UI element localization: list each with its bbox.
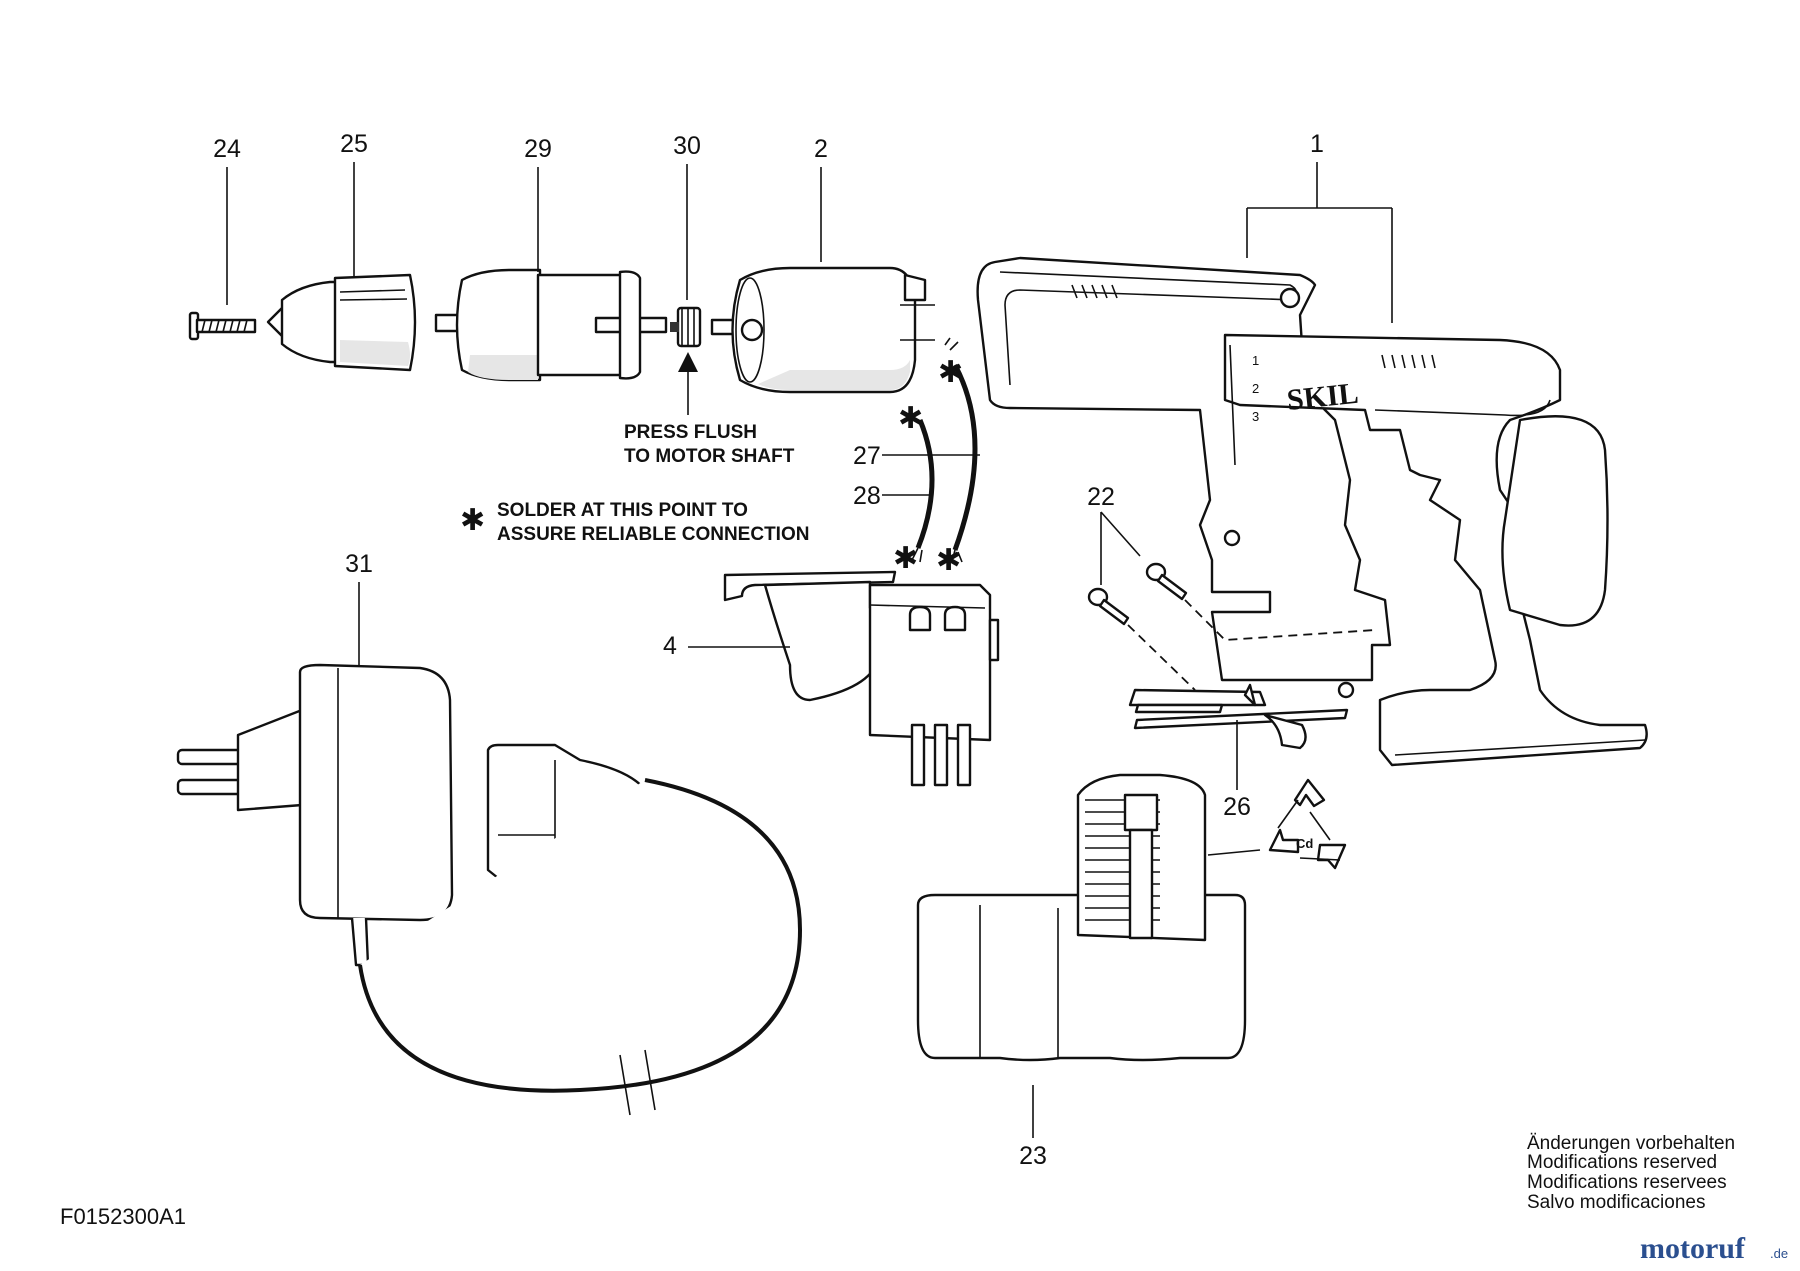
solder-star-b: ✱ [898,401,923,436]
part-label-4: 4 [663,632,677,660]
solder-star-d: ✱ [936,543,961,578]
part-label-26: 26 [1223,793,1251,821]
cord-break-marks [619,1049,656,1116]
part-label-1: 1 [1310,130,1324,158]
disclaimer-de: Änderungen vorbehalten [1527,1133,1735,1154]
part-label-22: 22 [1087,483,1115,511]
part-23-battery-pack [916,773,1247,1062]
part-label-31: 31 [345,550,373,578]
part-1-housing-left-half [976,256,1392,699]
part-26-bracket [1128,683,1267,714]
part-22-screw-a [1087,587,1130,626]
leader-recycle [1207,849,1261,856]
part-1-housing-right-half: SKIL 1 2 3 [1223,333,1648,767]
motoruf-watermark[interactable]: motoruf .de [1640,1232,1788,1265]
disclaimer-en: Modifications reserved [1527,1152,1717,1173]
note-press-flush-2: TO MOTOR SHAFT [624,446,795,467]
watermark-main: motoruf [1640,1232,1746,1265]
disclaimer-fr: Modifications reservees [1527,1172,1727,1193]
note-solder-1: SOLDER AT THIS POINT TO [497,500,748,521]
part-28-wire [915,419,935,549]
solder-star-c: ✱ [893,541,918,576]
part-26-spring-plate [1133,708,1349,750]
part-2-motor [710,266,935,394]
part-24-screw [188,311,257,341]
note-press-flush-1: PRESS FLUSH [624,422,757,443]
part-label-23: 23 [1019,1142,1047,1170]
recycle-label: Cd [1296,836,1313,851]
part-27-wire [952,363,978,551]
drawing-code: F0152300A1 [60,1204,186,1229]
part-label-28: 28 [853,482,881,510]
leader-1 [1246,162,1393,323]
solder-star-a: ✱ [938,355,963,390]
part-22-screw-b [1145,562,1188,601]
part-label-24: 24 [213,135,241,163]
solder-legend-star: ✱ [460,503,485,538]
part-label-30: 30 [673,132,701,160]
note-solder-2: ASSURE RELIABLE CONNECTION [497,524,809,545]
leader-22 [1100,511,1141,585]
speed-mark-2: 2 [1252,381,1259,396]
disclaimer-es: Salvo modificaciones [1527,1192,1705,1213]
part-25-chuck [266,273,417,372]
speed-mark-1: 1 [1252,353,1259,368]
part-label-2: 2 [814,135,828,163]
skil-logo: SKIL [1285,377,1360,417]
part-label-25: 25 [340,130,368,158]
part-label-29: 29 [524,135,552,163]
part-label-27: 27 [853,442,881,470]
recycle-symbol-icon: Cd [1268,778,1347,870]
part-29-gearbox [434,268,668,382]
part-4-switch [723,570,1000,787]
wire-ends [911,337,963,563]
assembly-dashed-lines [1127,599,1376,691]
part-31-charger [176,663,802,1093]
vent-slots-left [1071,284,1118,299]
part-30-pinion [670,306,702,348]
watermark-suffix: .de [1770,1246,1788,1261]
arrow-press-flush [678,352,698,415]
speed-mark-3: 3 [1252,409,1259,424]
